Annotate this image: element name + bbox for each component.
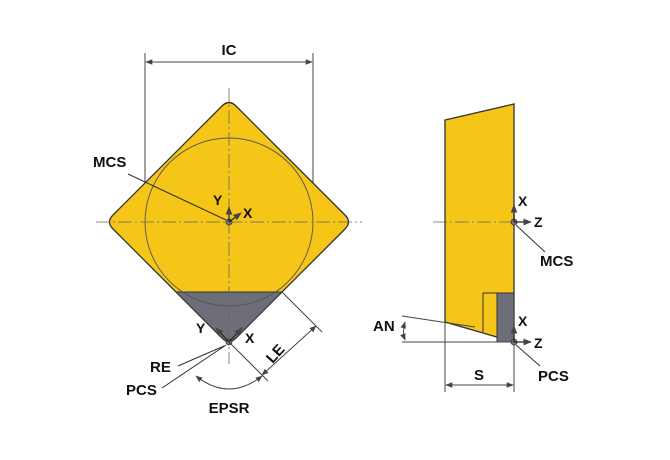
side-view: X Z MCS X Z PCS AN S [373,103,573,392]
side-mcs-label: MCS [540,253,573,270]
mcs-leader [127,173,227,221]
side-x-top-label: X [518,193,528,209]
s-label: S [474,367,484,384]
pcs-leader [161,344,227,389]
pcs-x-label: X [245,330,255,346]
mcs-label: MCS [93,154,126,171]
side-z-top-label: Z [534,214,543,230]
front-view: IC MCS Y X Y X RE [93,42,362,417]
ic-label: IC [222,42,237,59]
mcs-x-label: X [243,205,253,221]
epsr-label: EPSR [209,400,250,417]
s-dimension [444,322,515,392]
epsr-arc [195,375,263,390]
pcs-axes [215,327,243,343]
side-cutting-edge [496,292,515,343]
side-pcs-leader [515,344,541,367]
re-label: RE [150,359,171,376]
side-mcs-axes [510,204,532,226]
pcs-y-label: Y [196,320,206,336]
side-pcs-axes [510,325,532,346]
mcs-y-label: Y [213,192,223,208]
side-z-bottom-label: Z [534,335,543,351]
le-label: LE [263,341,288,367]
pcs-label: PCS [126,382,157,399]
an-label: AN [373,318,395,335]
an-indicator [400,315,514,343]
le-dimension [228,291,323,382]
re-leader [177,345,225,367]
side-pcs-label: PCS [538,368,569,385]
mcs-axes [225,206,242,223]
side-x-bottom-label: X [518,313,528,329]
side-mcs-leader [515,224,546,253]
